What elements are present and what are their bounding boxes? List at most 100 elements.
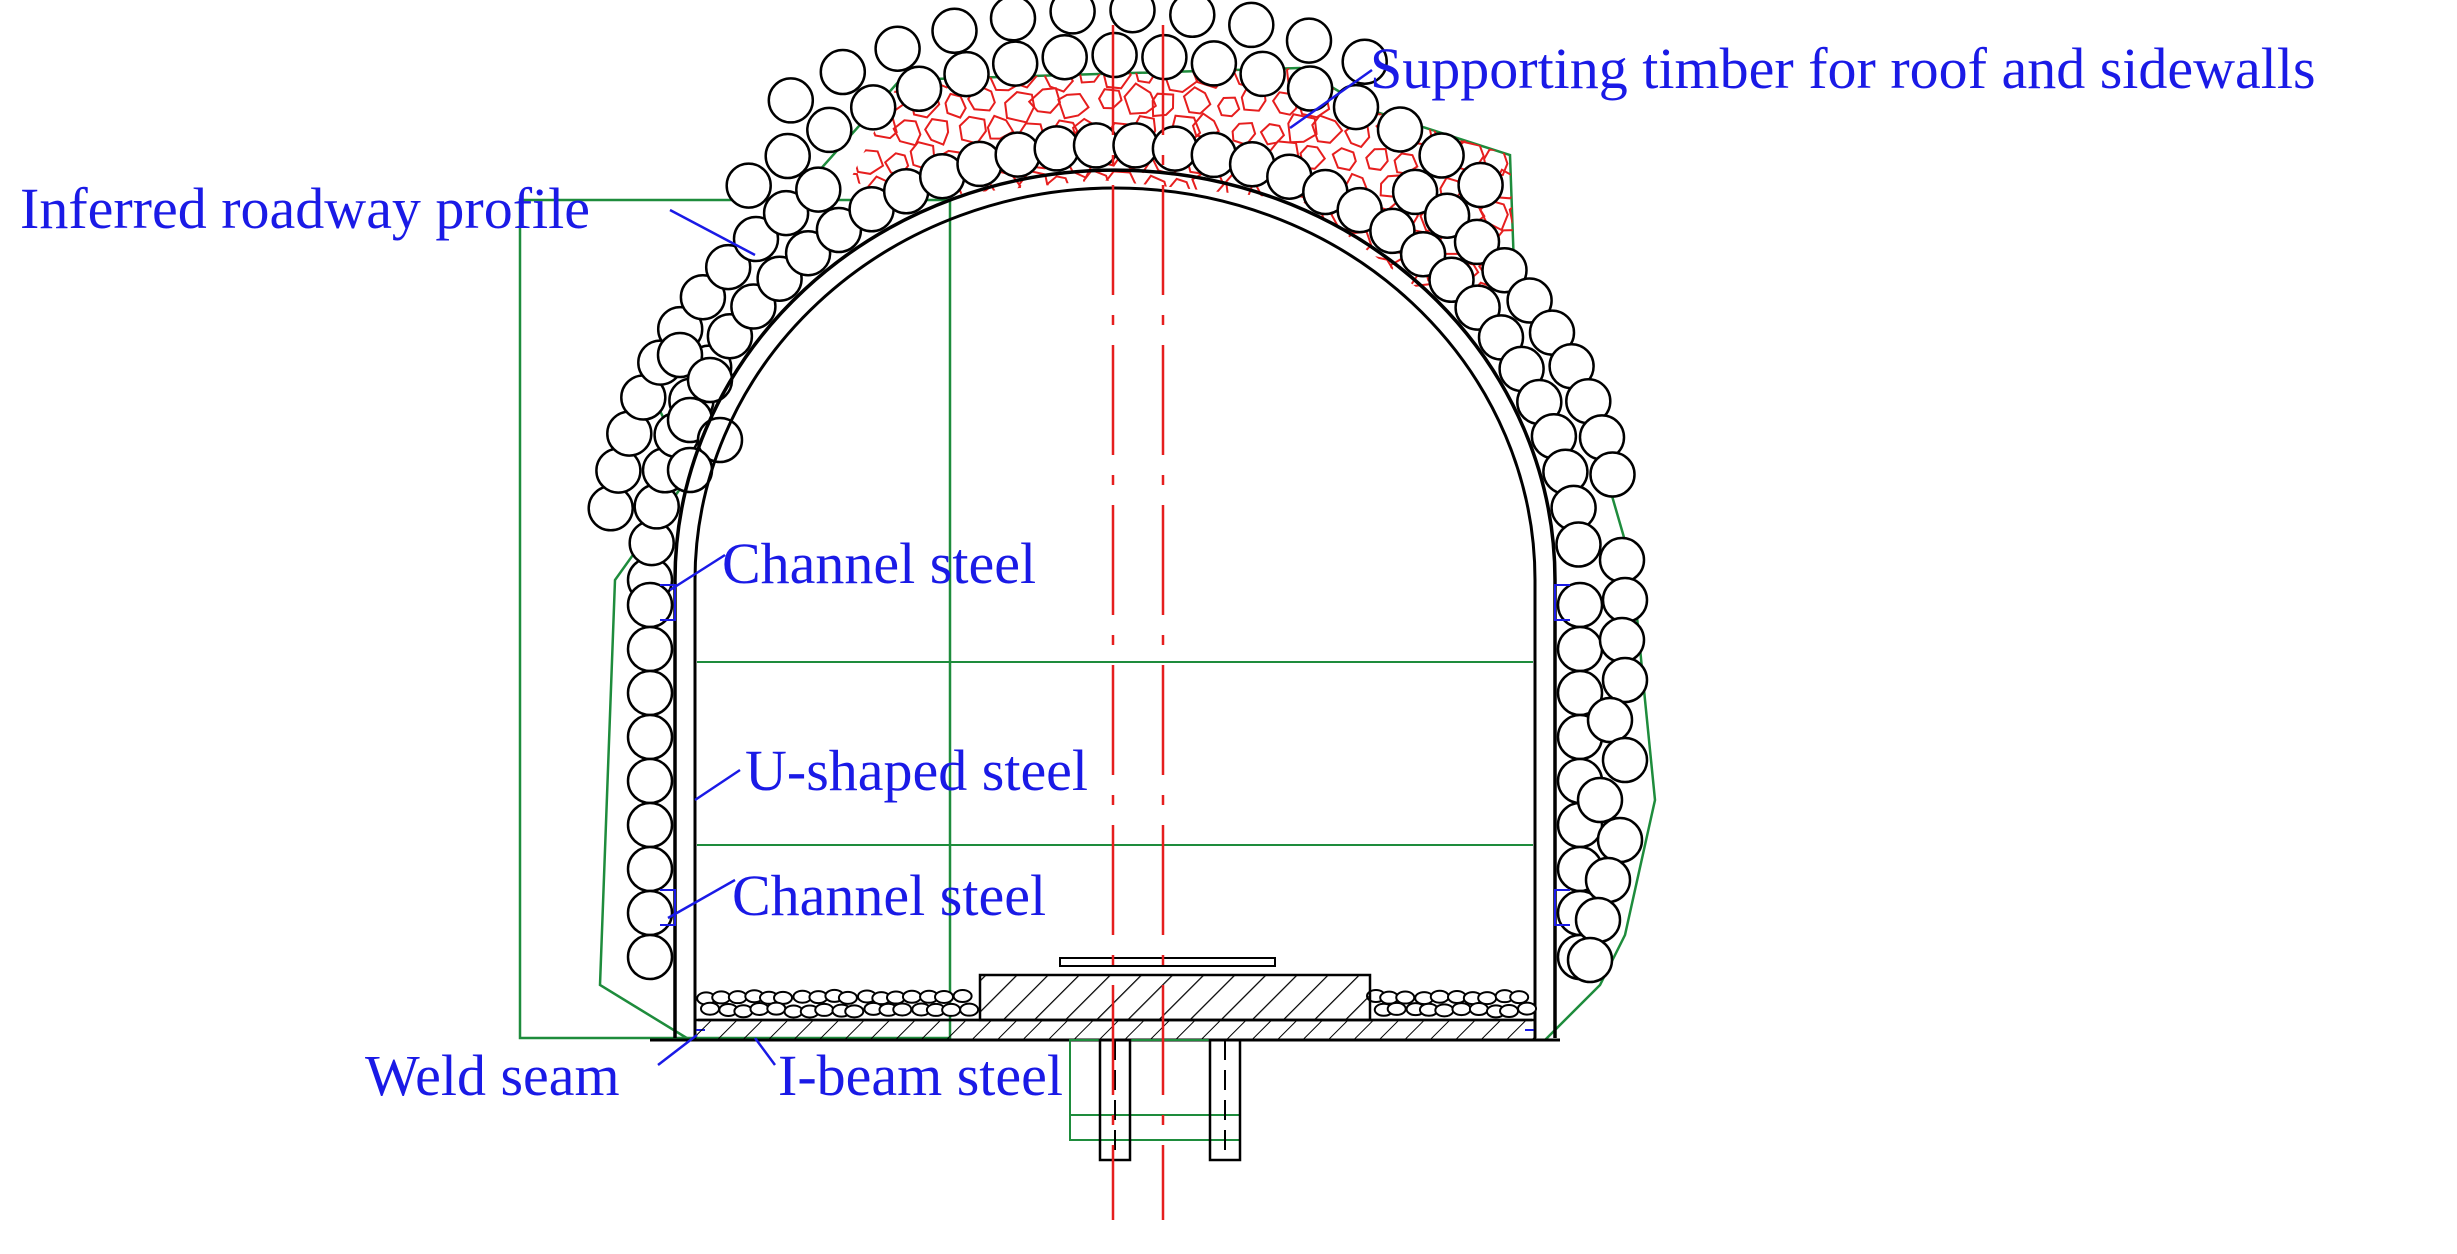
floor-pebble xyxy=(952,989,973,1004)
packing-log xyxy=(626,933,674,981)
packing-log xyxy=(1049,0,1096,35)
timber-cell xyxy=(1116,254,1147,283)
label-channel-steel-upper: Channel steel xyxy=(722,531,1036,596)
packing-log xyxy=(1033,125,1080,172)
timber-cell xyxy=(1509,144,1515,170)
timber-cell xyxy=(1346,287,1369,290)
packing-log xyxy=(1556,625,1604,673)
floor-pebble xyxy=(1386,1001,1407,1016)
timber-cell xyxy=(1478,199,1509,232)
floor-pebble xyxy=(1451,1002,1472,1017)
timber-cell xyxy=(1091,200,1123,235)
packing-log xyxy=(626,757,674,805)
packing-log xyxy=(784,229,832,277)
floor-pebble xyxy=(1429,989,1450,1004)
floor-pebble xyxy=(1395,990,1416,1005)
packing-log xyxy=(1457,161,1504,209)
packing-log xyxy=(1481,246,1528,294)
packing-log xyxy=(1151,125,1199,172)
timber-cell xyxy=(853,149,885,175)
packing-log xyxy=(1286,65,1334,112)
timber-cell xyxy=(1020,232,1050,256)
packing-log xyxy=(795,166,842,213)
packing-log xyxy=(1169,0,1216,39)
packing-log xyxy=(895,65,943,113)
packing-log xyxy=(1190,40,1238,87)
packing-log xyxy=(1376,106,1424,153)
timber-cell xyxy=(1004,91,1036,124)
timber-cell xyxy=(958,115,987,145)
timber-cell xyxy=(931,232,958,257)
timber-cell xyxy=(1264,253,1299,290)
floor-pebble xyxy=(934,989,955,1004)
packing-log xyxy=(1091,31,1138,79)
timber-cell xyxy=(1148,253,1185,284)
packing-log xyxy=(994,131,1041,178)
floor-pebble xyxy=(901,989,922,1004)
packing-log xyxy=(1109,0,1156,34)
packing-log xyxy=(626,713,674,761)
packing-log xyxy=(943,50,990,98)
timber-cell xyxy=(1365,147,1389,171)
timber-cell xyxy=(1097,88,1123,110)
packing-log xyxy=(1423,192,1471,239)
timber-cell xyxy=(987,295,1008,314)
timber-cell xyxy=(1219,230,1251,259)
packing-log xyxy=(1190,131,1238,179)
timber-cell xyxy=(986,114,1015,140)
timber-cell xyxy=(867,282,893,290)
timber-cell xyxy=(892,119,922,147)
i-beam-floor xyxy=(693,1018,1537,1042)
packing-log xyxy=(1598,536,1646,584)
floor-pebble xyxy=(814,1002,835,1017)
packing-log xyxy=(1072,122,1120,169)
packing-log xyxy=(725,162,772,209)
packing-log xyxy=(806,106,853,154)
packing-log xyxy=(1391,168,1439,216)
label-weld-seam: Weld seam xyxy=(365,1043,620,1108)
label-supporting-timber: Supporting timber for roof and sidewalls xyxy=(1370,36,2316,101)
timber-cell xyxy=(1311,114,1344,144)
packing-log xyxy=(1566,936,1614,984)
floor-pebble xyxy=(844,1004,865,1019)
packing-log xyxy=(1586,696,1634,744)
timber-cell xyxy=(1060,252,1089,284)
timber-cell xyxy=(1122,200,1151,228)
timber-cell xyxy=(944,92,967,119)
timber-cell xyxy=(1207,203,1235,238)
floor-pebble xyxy=(941,1002,962,1017)
timber-cell xyxy=(1105,232,1135,260)
packing-log xyxy=(1601,576,1649,624)
timber-cell xyxy=(1508,197,1515,227)
timber-cell xyxy=(1216,96,1241,118)
floor-pebble xyxy=(749,1001,770,1016)
u-shaped-steel-arch-inner xyxy=(693,186,1537,1038)
floor-pebble xyxy=(1468,1002,1489,1017)
packing-log xyxy=(1598,616,1646,664)
timber-cell xyxy=(1091,251,1122,283)
packing-log xyxy=(1112,122,1159,169)
timber-cell xyxy=(1074,282,1110,290)
timber-cell xyxy=(1331,147,1357,172)
packing-log xyxy=(626,625,674,673)
timber-cell xyxy=(1123,82,1158,115)
timber-cell xyxy=(1006,201,1036,233)
timber-cell xyxy=(1182,86,1212,115)
timber-cell xyxy=(996,252,1024,283)
floor-pebble xyxy=(892,1002,913,1017)
timber-cell xyxy=(942,257,976,290)
centerlines xyxy=(1111,25,1165,1220)
packing-log xyxy=(679,273,727,321)
timber-cell xyxy=(1299,144,1327,170)
timber-cell xyxy=(931,284,958,290)
packing-log xyxy=(626,845,674,893)
timber-cell xyxy=(1258,288,1287,290)
packing-log xyxy=(1506,277,1553,324)
timber-cell xyxy=(1057,92,1090,120)
floor-pebble xyxy=(837,990,858,1005)
floor-pebble xyxy=(766,1001,787,1016)
timber-cell xyxy=(1011,282,1046,290)
timber-cell xyxy=(1332,261,1363,289)
